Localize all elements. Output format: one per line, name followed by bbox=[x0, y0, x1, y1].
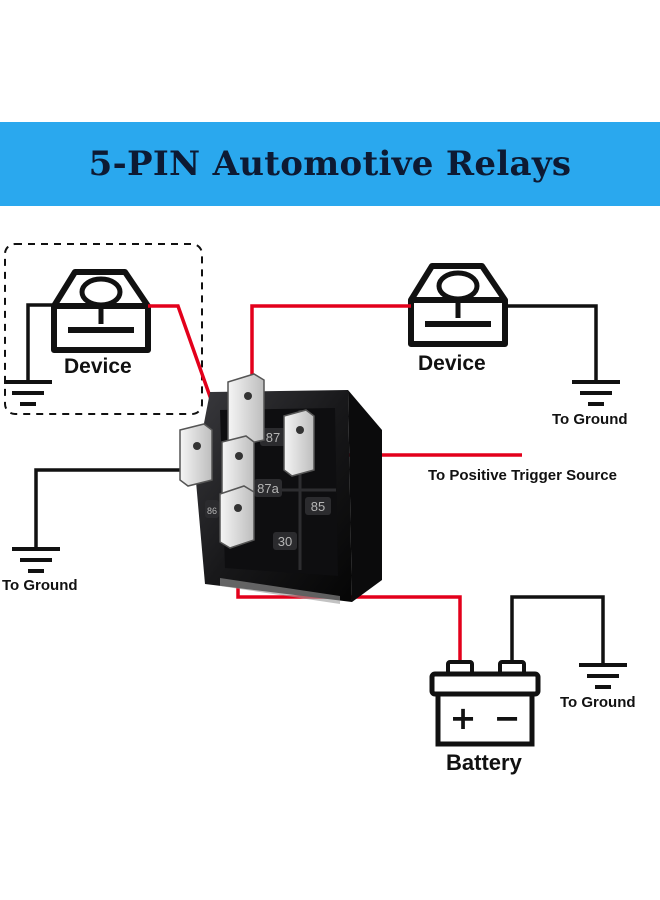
ground-symbol-battery bbox=[579, 663, 627, 689]
trigger-source-label: To Positive Trigger Source bbox=[428, 467, 617, 484]
pin-85-label: 85 bbox=[311, 499, 325, 514]
relay-pin-labels: 87 87a 85 30 86 bbox=[205, 428, 331, 550]
page-title: 5-PIN Automotive Relays bbox=[88, 144, 572, 184]
ground-left-label: To Ground bbox=[2, 577, 78, 594]
battery-minus-sign: − bbox=[494, 699, 521, 737]
ground-symbol-left-device bbox=[4, 380, 52, 406]
device-right-label: Device bbox=[418, 352, 486, 375]
pin-30-label: 30 bbox=[278, 534, 292, 549]
relay-terminal-30 bbox=[219, 485, 255, 549]
ground-symbol-right-device bbox=[572, 380, 620, 406]
battery-label: Battery bbox=[446, 750, 522, 775]
relay-terminal-85 bbox=[283, 409, 315, 477]
title-banner: 5-PIN Automotive Relays bbox=[0, 122, 660, 206]
relay: 87 87a 85 30 86 bbox=[179, 373, 382, 604]
device-right-icon bbox=[408, 263, 508, 347]
pin-86-label: 86 bbox=[207, 506, 217, 516]
ground-battery-label: To Ground bbox=[560, 694, 636, 711]
ground-symbol-left bbox=[12, 547, 60, 573]
relay-side-face bbox=[348, 390, 382, 602]
ground-right-top-label: To Ground bbox=[552, 411, 628, 428]
pin-87a-label: 87a bbox=[257, 481, 279, 496]
battery-icon: + − bbox=[429, 660, 541, 747]
battery-plus-sign: + bbox=[450, 699, 477, 737]
relay-terminal-86 bbox=[179, 423, 213, 487]
ground-wires bbox=[26, 303, 605, 664]
relay-terminal-87 bbox=[227, 373, 265, 447]
device-left-icon bbox=[51, 269, 151, 353]
pin-87-label: 87 bbox=[266, 430, 280, 445]
device-left-dashed-box bbox=[4, 243, 203, 415]
device-left-label: Device bbox=[64, 355, 132, 378]
